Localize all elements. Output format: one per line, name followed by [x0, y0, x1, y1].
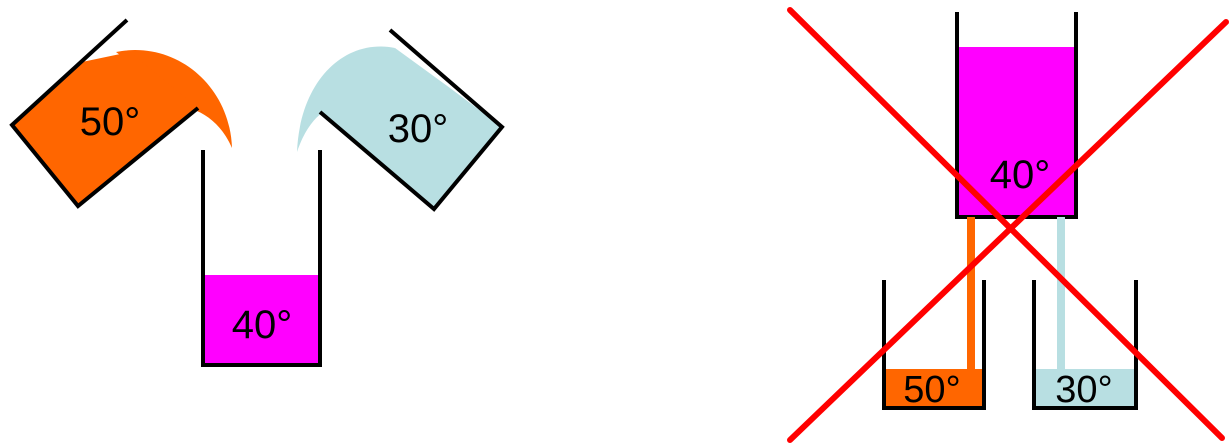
mixed-beaker-outline	[201, 150, 322, 367]
small-cold-liquid	[1034, 369, 1136, 408]
small-hot-label: 50°	[903, 369, 960, 411]
small-hot-beaker: 50°	[882, 280, 986, 411]
cold-beaker-outline	[318, 28, 505, 212]
cold-beaker-label: 30°	[388, 107, 449, 151]
hot-beaker-label: 50°	[80, 100, 141, 144]
tall-beaker-outline	[955, 12, 1078, 219]
hot-pouring-beaker: 50°	[9, 18, 232, 209]
mixed-beaker-label: 40°	[232, 303, 293, 347]
small-cold-label: 30°	[1055, 369, 1112, 411]
cold-tube	[1057, 217, 1065, 369]
small-cold-outline	[1032, 280, 1138, 410]
small-hot-liquid	[884, 369, 984, 408]
left-scene: 50° 30° 40°	[9, 18, 505, 367]
mixed-receiving-beaker: 40°	[201, 150, 322, 367]
hot-tube	[967, 217, 975, 369]
cold-pouring-beaker: 30°	[297, 28, 505, 212]
cross-stroke-1	[787, 7, 1225, 441]
tall-beaker-label: 40°	[990, 153, 1051, 197]
cold-beaker-liquid	[320, 48, 502, 209]
right-scene: 40° 50° 30°	[787, 7, 1229, 443]
mixed-beaker-liquid	[203, 275, 320, 365]
hot-beaker-outline	[9, 18, 200, 209]
cross-stroke-2	[787, 19, 1229, 443]
small-hot-outline	[882, 280, 986, 410]
hot-beaker-liquid	[12, 52, 198, 206]
cross-out-mark	[787, 7, 1229, 443]
small-cold-beaker: 30°	[1032, 280, 1138, 411]
